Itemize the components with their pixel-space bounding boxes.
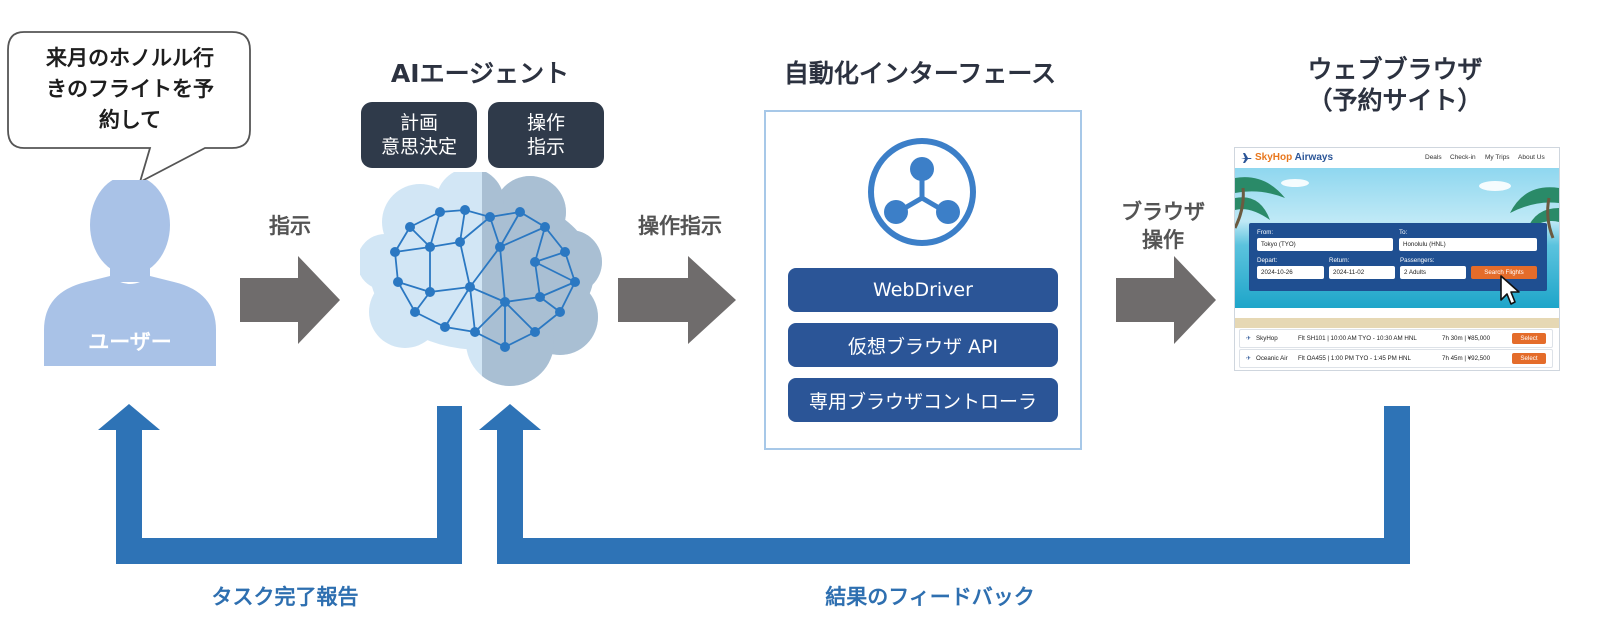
result-duration-price: 7h 45m | ¥92,500 (1442, 355, 1491, 362)
passengers-label: Passengers: (1400, 257, 1435, 264)
operate-arrow (618, 256, 736, 344)
from-label: From: (1257, 229, 1274, 236)
passengers-select[interactable]: 2 Adults (1400, 266, 1466, 279)
to-label: To: (1399, 229, 1408, 236)
nav-mytrips[interactable]: My Trips (1485, 154, 1510, 161)
speech-line-3: 約して (98, 108, 162, 132)
operate-pill: 操作 指示 (488, 102, 604, 168)
result-airline: Oceanic Air (1256, 355, 1288, 362)
virtual-browser-api-button[interactable]: 仮想ブラウザ API (788, 323, 1058, 367)
search-flights-button[interactable]: Search Flights (1471, 266, 1537, 279)
brain-network-icon (360, 172, 602, 386)
plan-pill-line-1: 計画 (399, 112, 438, 134)
instruct-arrow (240, 256, 340, 344)
select-button[interactable]: Select (1512, 333, 1546, 344)
nav-checkin[interactable]: Check-in (1450, 154, 1476, 161)
result-feedback-label: 結果のフィードバック (825, 585, 1035, 609)
result-row[interactable]: ✈ Oceanic Air Flt OA455 | 1:00 PM TYO - … (1239, 349, 1553, 368)
task-report-label: タスク完了報告 (211, 585, 359, 609)
result-airline: SkyHop (1256, 335, 1278, 342)
depart-input[interactable]: 2024-10-26 (1257, 266, 1324, 279)
browser-title-line-2: （予約サイト） (1307, 86, 1483, 115)
search-panel: From: Tokyo (TYO) To: Honolulu (HNL) Dep… (1249, 223, 1547, 291)
result-flight: Flt OA455 | 1:00 PM TYO - 1:45 PM HNL (1298, 355, 1411, 362)
sand-strip (1235, 318, 1559, 328)
webdriver-button[interactable]: WebDriver (788, 268, 1058, 312)
browser-op-arrow (1116, 256, 1216, 344)
booking-site-screenshot: SkyHop Airways Deals Check-in My Trips A… (1234, 147, 1560, 371)
select-button[interactable]: Select (1512, 353, 1546, 364)
mouse-cursor-icon (1500, 275, 1520, 305)
browser-title-line-1: ウェブブラウザ (1307, 55, 1483, 84)
return-label: Return: (1329, 257, 1350, 264)
result-row[interactable]: ✈ SkyHop Flt SH101 | 10:00 AM TYO - 10:3… (1239, 329, 1553, 348)
speech-line-2: きのフライトを予 (46, 77, 214, 101)
speech-text: 来月のホノルル行 きのフライトを予 約して (20, 43, 240, 136)
result-flight: Flt SH101 | 10:00 AM TYO - 10:30 AM HNL (1298, 335, 1417, 342)
to-input[interactable]: Honolulu (HNL) (1399, 238, 1537, 251)
operate-pill-line-1: 操作 (526, 112, 565, 134)
result-duration-price: 7h 30m | ¥85,000 (1442, 335, 1491, 342)
plane-icon: ✈ (1246, 335, 1252, 342)
speech-line-1: 来月のホノルル行 (46, 46, 214, 70)
return-input[interactable]: 2024-11-02 (1329, 266, 1395, 279)
interface-title: 自動化インターフェース (783, 59, 1057, 88)
plane-icon (1241, 153, 1252, 163)
browser-op-arrow-label: ブラウザ 操作 (1108, 198, 1218, 254)
feedback-flow-arrows (98, 404, 1410, 564)
plane-icon: ✈ (1246, 355, 1252, 362)
browser-op-line-1: ブラウザ (1121, 200, 1205, 224)
browser-title: ウェブブラウザ （予約サイト） (1260, 54, 1530, 116)
instruct-arrow-label: 指示 (269, 214, 311, 238)
site-logo[interactable]: SkyHop Airways (1255, 152, 1334, 163)
nav-aboutus[interactable]: About Us (1518, 154, 1545, 161)
browser-controller-button[interactable]: 専用ブラウザコントローラ (788, 378, 1058, 422)
task-report-arrow (98, 404, 462, 564)
user-label: ユーザー (88, 330, 172, 354)
operate-arrow-label: 操作指示 (638, 214, 722, 238)
browser-op-line-2: 操作 (1142, 228, 1184, 252)
user-icon (44, 180, 216, 366)
site-nav: SkyHop Airways Deals Check-in My Trips A… (1235, 148, 1559, 168)
network-node-icon (868, 138, 976, 246)
speech-bubble (7, 31, 251, 184)
agent-title: AIエージェント (390, 59, 570, 88)
from-input[interactable]: Tokyo (TYO) (1257, 238, 1393, 251)
depart-label: Depart: (1257, 257, 1278, 264)
plan-pill: 計画 意思決定 (361, 102, 477, 168)
nav-deals[interactable]: Deals (1425, 154, 1442, 161)
plan-pill-line-2: 意思決定 (380, 136, 457, 158)
operate-pill-line-2: 指示 (526, 136, 565, 158)
result-feedback-arrow (479, 404, 1410, 564)
